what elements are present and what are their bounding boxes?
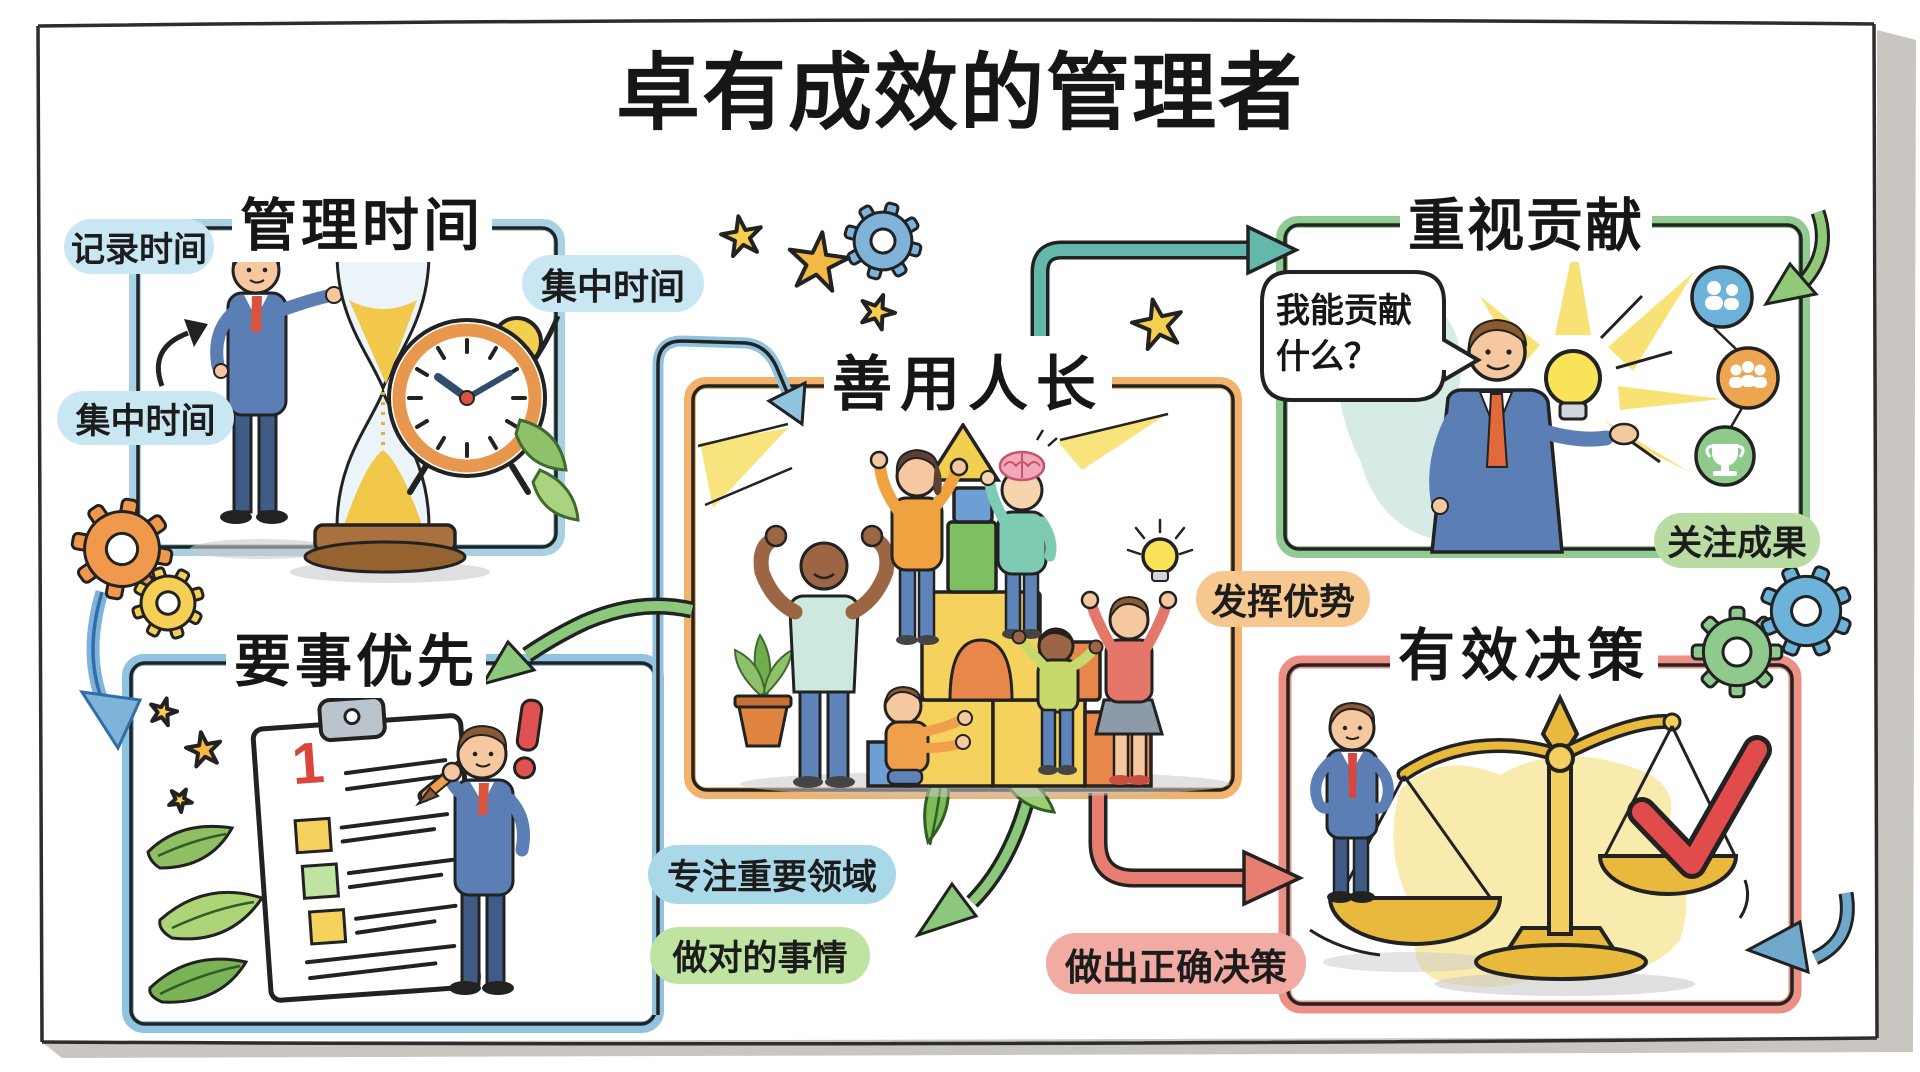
arrow-down-center-green [914,788,1038,938]
section-title-strengths: 善用人长 [824,336,1112,423]
label-record-time: 记录时间 [64,219,214,274]
label-focus-key-areas: 专注重要领域 [648,845,896,904]
figure-kid-orange [883,685,973,786]
team-icon-orange [1716,346,1780,428]
priority-box-content [146,695,544,1004]
speech-bubble [1260,270,1482,402]
section-title-contribution: 重视贡献 [1400,180,1652,262]
lightbulb-icon [1126,518,1194,582]
figure-woman-coral [1080,590,1178,785]
alarm-clock-icon [387,316,547,495]
clipboard-number: 1 [289,729,327,798]
arrow-left-down-blue [78,590,143,752]
businessman-contribution [1429,318,1640,554]
arrow-into-decision-blue [1744,891,1855,975]
trophy-icon [1694,425,1756,487]
figure-woman-orange [869,448,969,645]
businessman-time [210,241,343,524]
arrow-strengths-to-priority-green [479,597,694,687]
leaf-icon [514,418,580,522]
label-focus-time-left: 集中时间 [57,391,234,445]
businessman-priority [415,724,530,995]
star-icon [717,211,766,259]
team-icon-blue [1690,265,1754,350]
star-icon [164,783,197,815]
businessman-decision [1310,701,1394,903]
scales-icon [1309,693,1750,981]
star-icon [183,728,225,769]
light-rays [697,412,1170,508]
hourglass-icon [303,227,467,574]
decision-box-content [1309,693,1772,996]
arrow-time-to-strengths-blue [652,335,807,1015]
strengths-box-content [697,412,1230,797]
exclamation-icon [513,698,544,780]
arrow-to-contribution-teal [1030,224,1301,352]
arrow-focus-to-man-black [155,319,208,387]
label-make-right-decisions: 做出正确决策 [1046,933,1306,994]
figure-kid-dark [1011,627,1104,775]
arrow-into-contribution-green [1762,209,1830,307]
whiteboard-frame [36,18,1916,1058]
speech-bubble-text: 我能贡献 什么？ [1276,292,1412,376]
star-icon [1127,293,1188,353]
section-title-decision: 有效决策 [1390,610,1658,692]
figure-strong-man [753,524,895,788]
time-box-content [190,227,580,583]
label-focus-results: 关注成果 [1654,513,1820,568]
gear-icon [835,193,931,289]
star-icon [783,226,854,294]
clipboard-icon [250,695,481,1003]
label-leverage-strengths: 发挥优势 [1196,571,1370,627]
label-focus-time-top: 集中时间 [522,255,704,312]
star-icon [146,694,181,728]
star-icon [854,288,901,333]
section-title-priority: 要事优先 [226,616,486,698]
contribution-box-content [1260,240,1780,554]
main-title: 卓有成效的管理者 [615,46,1304,140]
plant-pot-icon [733,632,794,748]
label-do-right-things: 做对的事情 [650,927,870,984]
section-title-time: 管理时间 [232,180,492,262]
leaf-icon [146,824,265,1004]
arrow-strengths-to-decision-red [1088,793,1305,907]
lightbulb-icon [1544,349,1602,421]
checkmark-icon [1627,735,1772,879]
